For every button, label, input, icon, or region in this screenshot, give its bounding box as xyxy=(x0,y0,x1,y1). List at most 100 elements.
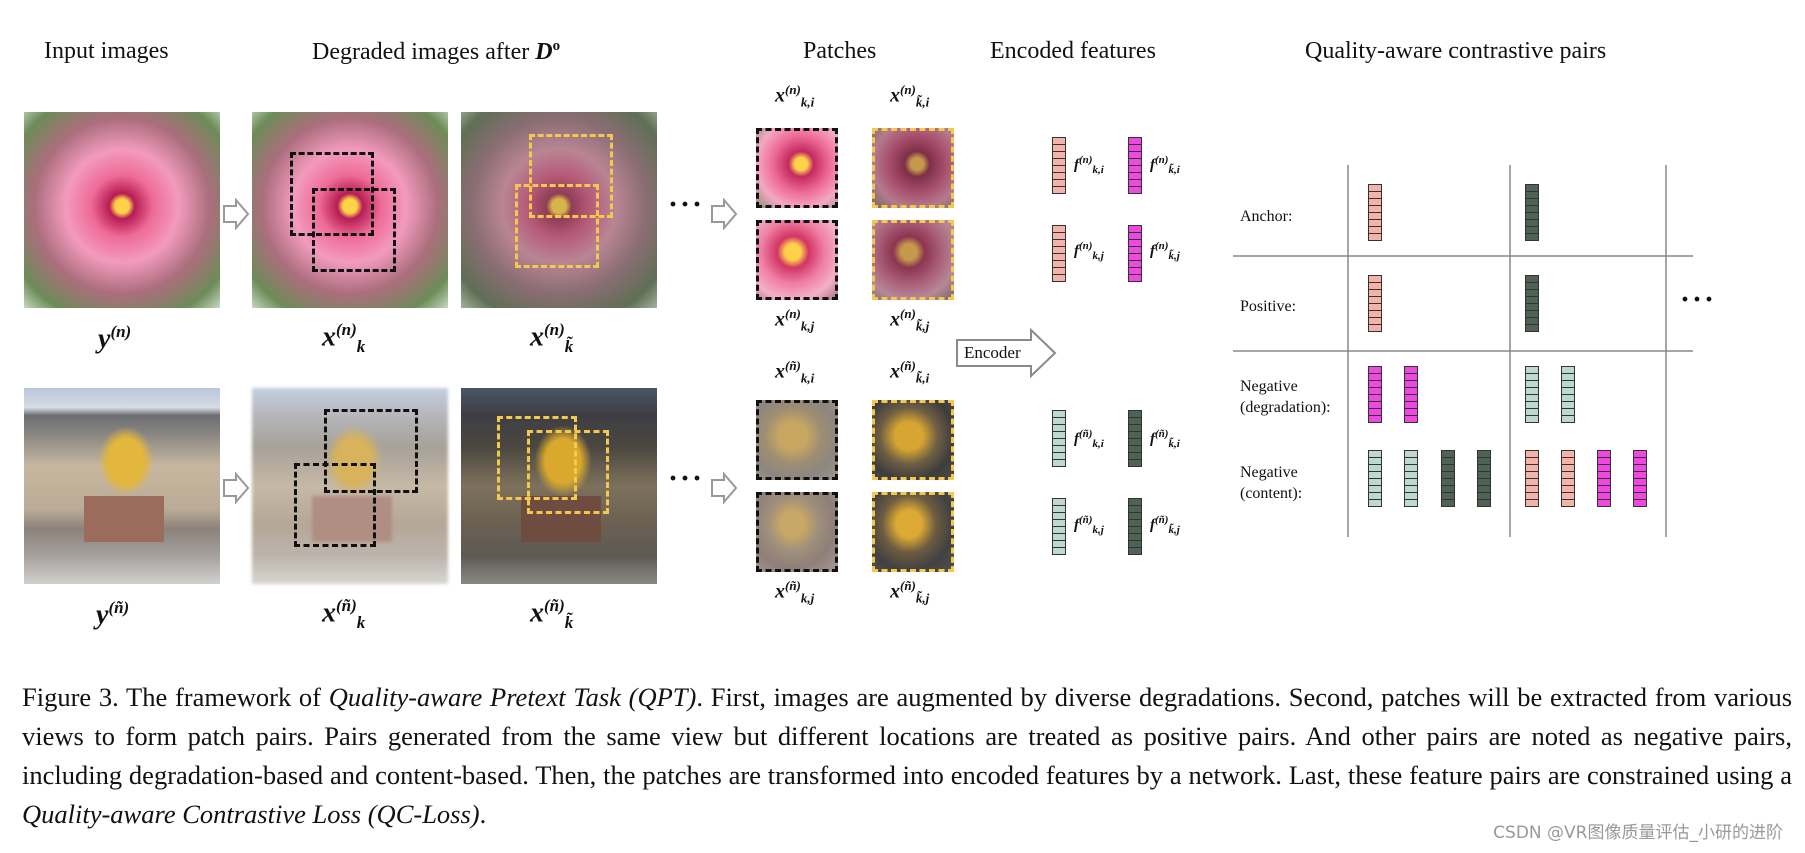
label-x-k-n: x(n)k xyxy=(322,320,366,356)
label-x-kt-nt: x(ñ)k̃ xyxy=(530,596,574,632)
feature-label-f-kti-nt: f(ñ)k̃,i xyxy=(1150,428,1180,450)
arrow-right-icon xyxy=(223,198,250,230)
patch-box-i xyxy=(872,400,954,480)
caption-text: . First, images are augmented by diverse… xyxy=(22,682,1793,790)
patch-label-x-ktj-nt: x(ñ)k̃,j xyxy=(890,578,930,606)
patch-box-j xyxy=(756,492,838,572)
patch-box-j xyxy=(527,430,609,514)
feature-bar-f-kti-nt xyxy=(1128,410,1142,467)
feature-label-f-kj-n: f(n)k,j xyxy=(1074,240,1104,262)
patch-label-x-ki-n: x(n)k,i xyxy=(775,82,815,110)
feature-bar-f-ktj-n xyxy=(1128,225,1142,282)
row-label-anchor: Anchor: xyxy=(1240,208,1293,225)
patch-label-x-ki-nt: x(ñ)k,i xyxy=(775,358,815,386)
row-label-positive: Positive: xyxy=(1240,298,1297,315)
patch-label-x-kti-nt: x(ñ)k̃,i xyxy=(890,358,930,386)
encoder-label: Encoder xyxy=(964,343,1021,362)
caption-text: . xyxy=(479,799,487,829)
pedestal-shape xyxy=(84,496,164,542)
negative-content-bar xyxy=(1477,450,1491,507)
header-contrastive-pairs: Quality-aware contrastive pairs xyxy=(1305,38,1607,64)
patch-x-kti-nt xyxy=(872,400,954,480)
negative-content-bar xyxy=(1525,450,1539,507)
anchor-bar xyxy=(1368,184,1382,241)
arrow-right-icon xyxy=(711,472,738,504)
feature-label-f-ktj-nt: f(ñ)k̃,j xyxy=(1150,514,1180,536)
patch-box-j xyxy=(312,188,396,272)
feature-bar-f-kti-n xyxy=(1128,137,1142,194)
patch-x-ki-nt xyxy=(756,400,838,480)
pedestal-shape xyxy=(521,496,601,542)
figure-caption: Figure 3. The framework of Quality-aware… xyxy=(22,678,1792,834)
negative-content-bar xyxy=(1404,450,1418,507)
patch-x-kj-n xyxy=(756,220,838,300)
feature-label-f-ktj-n: f(n)k̃,j xyxy=(1150,240,1180,262)
header-input-images: Input images xyxy=(44,38,169,64)
feature-bar-f-ki-nt xyxy=(1052,410,1066,467)
statue-shape xyxy=(535,426,591,496)
negative-content-bar xyxy=(1441,450,1455,507)
header-degraded-images: Degraded images after Do xyxy=(312,38,561,65)
feature-label-f-ki-nt: f(ñ)k,i xyxy=(1074,428,1104,450)
feature-label-f-ki-n: f(n)k,i xyxy=(1074,154,1104,176)
caption-fig-label: Figure 3. xyxy=(22,682,119,712)
patch-x-kti-n xyxy=(872,128,954,208)
patch-box-i xyxy=(290,152,374,236)
patch-box-i xyxy=(497,416,577,500)
input-image-statue xyxy=(24,388,220,584)
label-x-k-nt: x(ñ)k xyxy=(322,596,366,632)
label-y-n: y(n) xyxy=(98,322,132,355)
positive-bar xyxy=(1525,275,1539,332)
patch-label-x-kti-n: x(n)k̃,i xyxy=(890,82,930,110)
encoder-arrow xyxy=(956,328,1057,378)
feature-label-f-kti-n: f(n)k̃,i xyxy=(1150,154,1180,176)
patch-box-j xyxy=(872,492,954,572)
ellipsis: ··· xyxy=(1680,283,1717,316)
patch-box-j xyxy=(872,220,954,300)
patch-box-i xyxy=(756,400,838,480)
feature-bar-f-kj-n xyxy=(1052,225,1066,282)
statue-shape xyxy=(326,426,382,496)
row-label-negative-content: Negative (content): xyxy=(1240,464,1303,502)
patch-label-x-kj-nt: x(ñ)k,j xyxy=(775,578,815,606)
patch-x-kj-nt xyxy=(756,492,838,572)
feature-bar-f-ki-n xyxy=(1052,137,1066,194)
negative-content-bar xyxy=(1368,450,1382,507)
ellipsis: ··· xyxy=(668,462,705,495)
pedestal-shape xyxy=(312,496,392,542)
row-label-negative-degradation: Negative (degradation): xyxy=(1240,378,1331,416)
patch-label-x-kj-n: x(n)k,j xyxy=(775,306,815,334)
anchor-bar xyxy=(1525,184,1539,241)
ellipsis: ··· xyxy=(668,188,705,221)
negative-degradation-bar xyxy=(1404,366,1418,423)
label-x-kt-n: x(n)k̃ xyxy=(530,320,574,356)
patch-label-x-ktj-n: x(n)k̃,j xyxy=(890,306,930,334)
input-image-flower xyxy=(24,112,220,308)
negative-degradation-bar xyxy=(1525,366,1539,423)
header-patches: Patches xyxy=(803,38,877,64)
caption-text: The framework of xyxy=(118,682,329,712)
degraded-image-statue-kt xyxy=(461,388,657,584)
degraded-image-flower-k xyxy=(252,112,448,308)
arrow-right-icon xyxy=(223,472,250,504)
statue-shape xyxy=(98,426,154,496)
patch-x-ki-n xyxy=(756,128,838,208)
patch-box-i xyxy=(324,409,418,493)
arrow-right-icon xyxy=(711,198,738,230)
patch-box-i xyxy=(872,128,954,208)
negative-degradation-bar xyxy=(1368,366,1382,423)
patch-box-j xyxy=(756,220,838,300)
caption-qpt: Quality-aware Pretext Task (QPT) xyxy=(328,682,697,712)
negative-degradation-bar xyxy=(1561,366,1575,423)
patch-box-j xyxy=(294,463,376,547)
patch-box-j xyxy=(515,184,599,268)
pairs-grid xyxy=(1233,165,1693,537)
degraded-image-flower-kt xyxy=(461,112,657,308)
negative-content-bar xyxy=(1597,450,1611,507)
feature-label-f-kj-nt: f(ñ)k,j xyxy=(1074,514,1104,536)
feature-bar-f-kj-nt xyxy=(1052,498,1066,555)
negative-content-bar xyxy=(1633,450,1647,507)
feature-bar-f-ktj-nt xyxy=(1128,498,1142,555)
patch-box-i xyxy=(756,128,838,208)
patch-box-i xyxy=(529,134,613,218)
